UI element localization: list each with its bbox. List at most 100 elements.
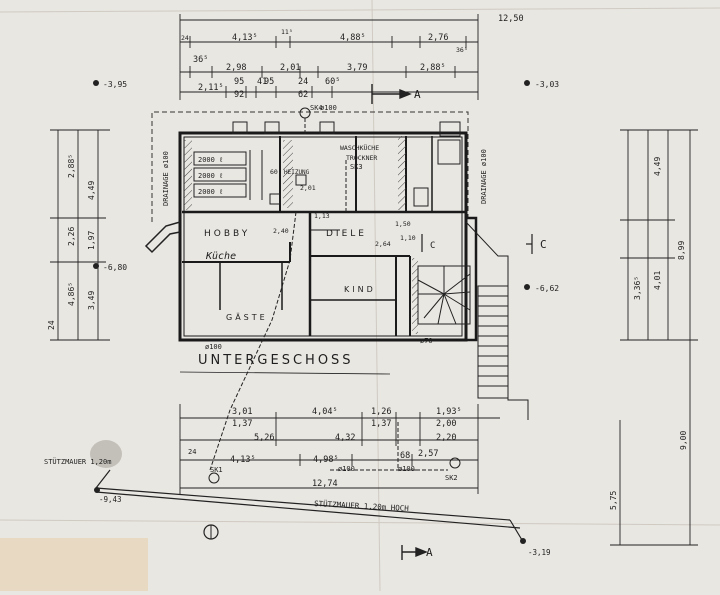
- sk3-label: SK3: [350, 163, 363, 171]
- room-heizung: HEIZUNG: [284, 169, 310, 176]
- top-dimension-chains: [179, 14, 479, 100]
- dim-bot-2a: 5,26: [254, 433, 274, 443]
- level-ml: -6,80: [103, 263, 127, 272]
- dim-bot-1f: 1,37: [371, 419, 391, 429]
- level-br: -3,19: [528, 548, 551, 557]
- dim-bot-3d: 68: [400, 451, 410, 461]
- dim-top-3g: 92: [234, 90, 244, 100]
- dim-bot-3c: 2,57: [418, 449, 438, 459]
- dim-top-3d: 95: [264, 77, 274, 87]
- dim-left-6: 4,86⁵: [67, 282, 76, 306]
- bottom-dimension-texts: 3,01 4,04⁵ 1,26 1,93⁵ 1,37 1,37 2,00 5,2…: [188, 407, 462, 489]
- wall-hatch-stair: [412, 258, 418, 334]
- entry-step-left: [144, 221, 181, 254]
- wall-hatch-left: [184, 140, 192, 210]
- dim-left-7: 24: [47, 320, 56, 330]
- drainage-right-label: DRAINAGE ø100: [480, 149, 488, 204]
- dim-top-1b: 4,88⁵: [340, 33, 366, 43]
- dim-top-1c: 2,76: [428, 33, 448, 43]
- sk2-label: SK2: [445, 474, 458, 482]
- section-a-bottom: [401, 545, 428, 560]
- building-walls: [178, 131, 478, 342]
- room-hobby: HOBBY: [204, 229, 250, 239]
- dim-misc-1: 2,40: [273, 227, 289, 235]
- level-tr: -3,03: [535, 80, 559, 89]
- section-c-right: [526, 234, 533, 254]
- right-dimension-texts: 4,49 4,01 3,36⁵ 8,99 9,00 5,75: [609, 157, 688, 510]
- manhole-labels: SK4 ø100 SK3 SK1 SK2 ø100 ø70 ø100 ø100: [205, 104, 458, 482]
- dim-top-3a: 2,11⁵: [198, 83, 224, 93]
- paper-patch: [0, 538, 148, 591]
- pipe-70: ø70: [420, 337, 433, 345]
- dim-right-4: 8,99: [677, 241, 686, 260]
- dim-top-3b: 95: [234, 77, 244, 87]
- dim-top-3c: 41: [257, 77, 267, 87]
- fixtures: [208, 107, 461, 484]
- sewer-pipes: [209, 118, 448, 471]
- dim-misc-6: 1,50: [395, 220, 411, 228]
- dim-top-1s-c: 36⁵: [456, 46, 468, 54]
- dim-right-6: 5,75: [609, 491, 618, 510]
- dim-left-2: 4,49: [87, 181, 96, 200]
- stain: [90, 440, 122, 468]
- dim-bot-1d: 1,93⁵: [436, 407, 462, 417]
- dim-left-4: 1,97: [87, 231, 96, 250]
- top-dimension-texts: 12,50 4,13⁵ 4,88⁵ 2,76 24 11⁵ 36⁵ 36⁵ 2,…: [181, 14, 524, 100]
- dim-bot-2b: 4,32: [335, 433, 355, 443]
- dim-bot-3a: 4,13⁵: [230, 455, 256, 465]
- wall-hatch-center: [398, 136, 406, 210]
- tank-1: 2000 ℓ: [198, 156, 223, 164]
- level-tl: -3,95: [103, 80, 127, 89]
- dim-bot-1b: 4,04⁵: [312, 407, 338, 417]
- level-bl: -9,43: [99, 495, 122, 504]
- right-dimension-chains: [610, 129, 698, 546]
- dim-bot-2c: 2,20: [436, 433, 456, 443]
- dim-top-2c: 2,01: [280, 63, 300, 73]
- room-kueche: Küche: [205, 251, 236, 262]
- dim-right-5: 9,00: [679, 431, 688, 450]
- stuetzmauer-bottom-label: STÜTZMAUER 1,20m HOCH: [314, 499, 410, 513]
- bottom-dimension-chains: [179, 404, 500, 494]
- dim-top-1s-b: 11⁵: [281, 28, 293, 36]
- title-underline: [179, 371, 391, 375]
- dim-left-1: 2,88⁵: [67, 154, 76, 178]
- dim-misc-4: 1,13: [314, 212, 330, 220]
- stuetzmauer-left-label: STÜTZMAUER 1,20m: [44, 457, 111, 466]
- left-dimension-texts: 2,88⁵ 4,49 2,26 1,97 3,49 4,86⁵ 24: [47, 154, 96, 330]
- dim-bot-1a: 3,01: [232, 407, 252, 417]
- section-c-mid-label: C: [430, 241, 435, 251]
- dim-right-1: 4,49: [653, 157, 662, 176]
- dim-misc-5: 1,10: [400, 234, 416, 242]
- dim-top-3h: 62: [298, 90, 308, 100]
- retaining-walls: [95, 469, 523, 541]
- dim-left-3: 2,26: [67, 227, 76, 246]
- pipe-100-b: ø100: [338, 465, 355, 473]
- room-trockner: TROCKNER: [346, 154, 377, 162]
- dim-top-2d: 3,79: [347, 63, 367, 73]
- dim-misc-3: 2,64: [375, 240, 391, 248]
- dim-bot-total: 12,74: [312, 479, 338, 489]
- room-kind: KIND: [344, 285, 376, 294]
- dim-top-1s-a: 24: [181, 34, 189, 42]
- section-a-top-label: A: [414, 88, 421, 101]
- dim-left-5: 3,49: [87, 291, 96, 310]
- dim-bot-1c: 1,26: [371, 407, 391, 417]
- room-gaeste: GÄSTE: [226, 312, 268, 322]
- tank-3: 2000 ℓ: [198, 188, 223, 196]
- pipe-100-a: ø100: [205, 343, 222, 351]
- dim-top-2b: 2,98: [226, 63, 246, 73]
- dim-top-2e: 2,88⁵: [420, 63, 446, 73]
- wall-hatch-heizung: [283, 140, 293, 208]
- dim-bot-1g: 2,00: [436, 419, 456, 429]
- dim-right-2: 4,01: [653, 271, 662, 290]
- dim-top-2a: 36⁵: [193, 55, 208, 65]
- dim-right-3: 3,36⁵: [633, 276, 642, 300]
- dim-top-3f: 60⁵: [325, 77, 340, 87]
- staircase: [417, 221, 529, 420]
- dim-bot-1e: 1,37: [232, 419, 252, 429]
- dim-top-total: 12,50: [498, 14, 524, 24]
- plan-title: UNTERGESCHOSS: [198, 353, 354, 368]
